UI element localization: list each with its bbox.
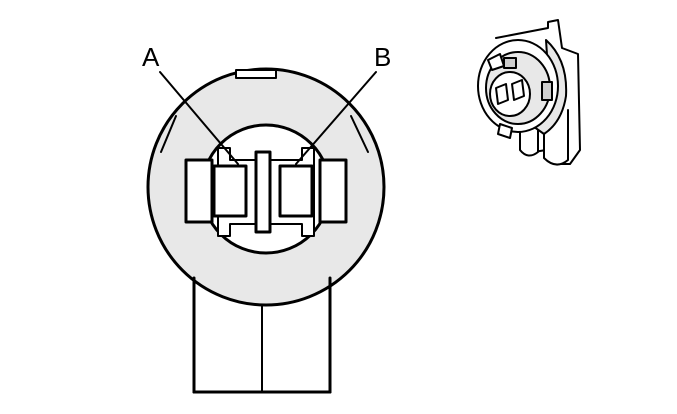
callout-a-label: A xyxy=(142,42,160,72)
connector-end-view: A B xyxy=(142,42,391,394)
callout-b-label: B xyxy=(374,42,391,72)
terminal-b xyxy=(278,164,314,218)
center-key xyxy=(254,150,272,234)
callout-a-leader xyxy=(159,71,239,165)
connector-housing-sides xyxy=(192,276,332,394)
locking-tab xyxy=(235,69,277,79)
callout-b-leader xyxy=(295,71,377,165)
terminal-a xyxy=(212,164,248,218)
ring-detail-marks xyxy=(160,115,369,153)
connector-isometric-view xyxy=(477,19,581,166)
side-latches xyxy=(184,158,348,224)
